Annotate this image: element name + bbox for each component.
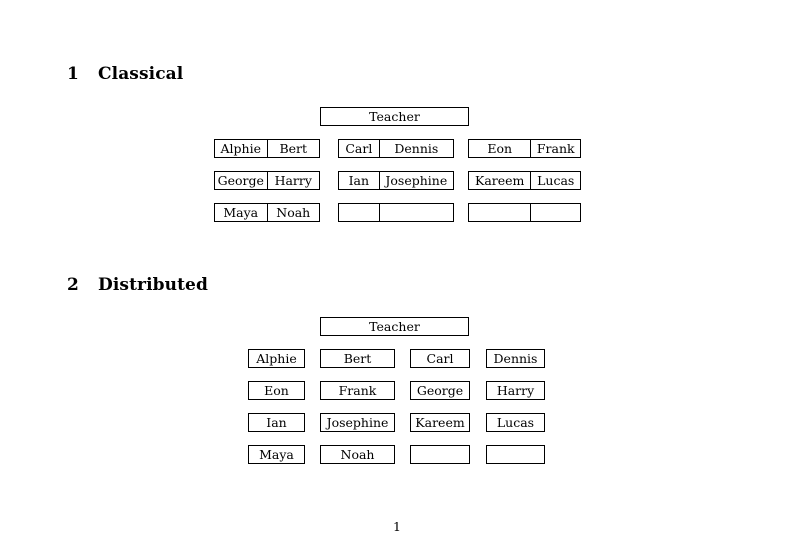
student-box: George [410,381,470,400]
student-cell: Dennis [378,140,453,157]
pair-group-right-row3 [468,203,581,222]
student-box: Dennis [486,349,545,368]
student-cell-empty [339,204,379,221]
section-heading-classical: 1 Classical [67,64,183,84]
student-box: Alphie [248,349,305,368]
student-box: Kareem [410,413,470,432]
student-box: Ian [248,413,305,432]
pair-group-middle-row1: Carl Dennis [338,139,454,158]
section-heading-distributed: 2 Distributed [67,275,208,295]
student-box: Frank [320,381,395,400]
pair-group-right-row2: Kareem Lucas [468,171,581,190]
student-box: Josephine [320,413,395,432]
pair-group-left-row2: George Harry [214,171,320,190]
student-cell: Josephine [378,172,453,189]
student-cell-empty [530,204,580,221]
teacher-box-distributed: Teacher [320,317,469,336]
student-cell: Maya [223,205,259,220]
teacher-box-classical: Teacher [320,107,469,126]
pair-group-left-row3: Maya Noah [214,203,320,222]
section-number: 1 [67,64,79,84]
student-box-empty [486,445,545,464]
student-cell: Alphie [220,141,261,156]
student-box: Harry [486,381,545,400]
student-cell: Kareem [475,173,525,188]
student-cell: Harry [266,172,320,189]
pair-group-right-row1: Eon Frank [468,139,581,158]
student-cell: George [217,173,264,188]
pair-group-middle-row3 [338,203,454,222]
section-title: Classical [98,64,184,84]
section-title: Distributed [98,275,208,295]
student-cell: Frank [530,140,580,157]
student-box: Noah [320,445,395,464]
section-number: 2 [67,275,79,295]
student-cell: Eon [487,141,513,156]
student-cell: Lucas [530,172,580,189]
student-cell: Noah [266,204,320,221]
student-cell: Carl [345,141,373,156]
student-box-empty [410,445,470,464]
pair-group-middle-row2: Ian Josephine [338,171,454,190]
student-cell-empty [378,204,453,221]
student-cell-empty [469,204,530,221]
pair-group-left-row1: Alphie Bert [214,139,320,158]
page-number: 1 [393,519,401,534]
student-box: Lucas [486,413,545,432]
student-box: Maya [248,445,305,464]
student-cell: Ian [348,173,370,188]
student-cell: Bert [266,140,320,157]
student-box: Bert [320,349,395,368]
student-box: Eon [248,381,305,400]
student-box: Carl [410,349,470,368]
